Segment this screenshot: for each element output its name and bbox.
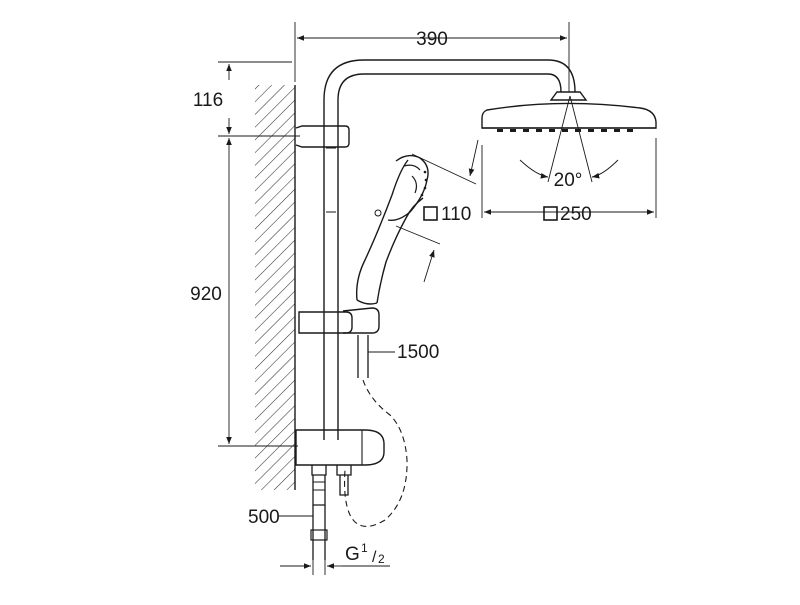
dimension-height	[218, 61, 300, 447]
hose	[344, 335, 408, 527]
shower-riser	[323, 59, 576, 440]
label-width: 390	[416, 29, 448, 50]
head-shower	[481, 91, 657, 132]
square-symbol-hand	[423, 206, 438, 221]
label-tilt-angle: 20°	[554, 170, 583, 191]
label-thread-den: 2	[378, 552, 385, 566]
dimension-width	[294, 22, 570, 92]
dimension-thread	[280, 548, 390, 575]
label-hose-long: 1500	[397, 342, 439, 363]
label-hand-shower-size: 110	[441, 204, 471, 225]
wall-bracket-top	[295, 125, 350, 148]
mixer-body	[295, 429, 385, 506]
dimension-head-shower	[481, 138, 657, 218]
label-hose-short: 500	[248, 507, 280, 528]
tilt-angle-indicator	[519, 95, 619, 183]
square-symbol-head	[543, 206, 558, 221]
label-thread-num: 1	[361, 541, 368, 555]
label-height-rail: 920	[190, 284, 222, 305]
hand-shower	[355, 154, 429, 305]
label-thread-prefix: G	[345, 544, 360, 565]
slider-bracket	[298, 307, 380, 334]
label-height-top: 116	[193, 90, 223, 111]
label-thread-slash: /	[372, 549, 377, 566]
label-head-shower-size: 250	[560, 204, 592, 225]
dimension-hand-shower	[395, 139, 479, 283]
wall	[255, 85, 296, 490]
